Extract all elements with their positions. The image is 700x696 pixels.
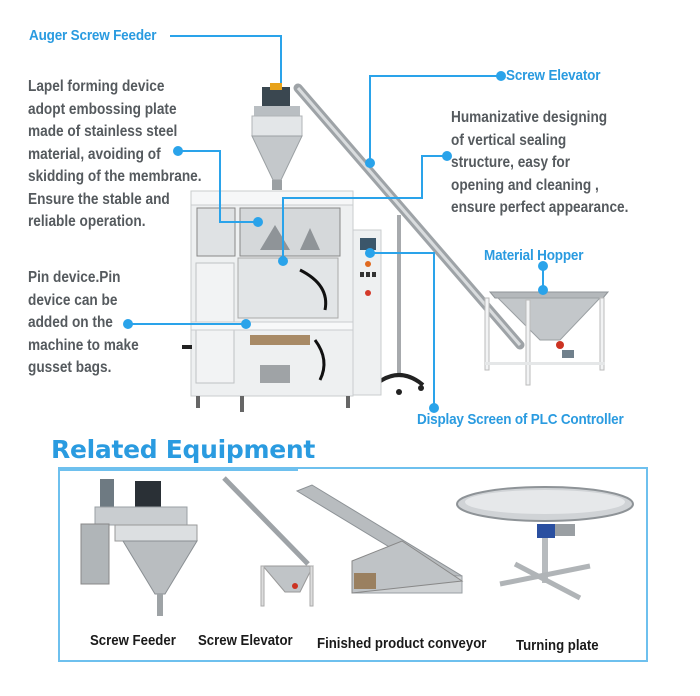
equipment-label-finished-product-conveyor: Finished product conveyor — [317, 635, 487, 652]
finished-product-conveyor-image — [295, 484, 464, 594]
description-lapel-forming: Lapel forming device adopt embossing pla… — [28, 78, 202, 230]
equipment-label-turning-plate: Turning plate — [516, 637, 599, 654]
vertical-packing-machine-illustration — [182, 83, 610, 412]
callout-screw-elevator: Screw Elevator — [506, 67, 601, 84]
related-equipment-box: Screw Feeder Screw Elevator Finished pro… — [58, 467, 648, 662]
turning-plate-image — [456, 486, 634, 601]
related-equipment-title: Related Equipment — [51, 435, 316, 464]
equipment-label-screw-feeder: Screw Feeder — [90, 632, 176, 649]
description-vertical-sealing: Humanizative designing of vertical seali… — [451, 109, 629, 216]
screw-elevator-image — [222, 476, 314, 607]
callout-plc-display: Display Screen of PLC Controller — [417, 411, 624, 428]
equipment-label-screw-elevator: Screw Elevator — [198, 632, 293, 649]
screw-feeder-image — [80, 479, 198, 616]
description-pin-device: Pin device.Pin device can be added on th… — [28, 269, 139, 376]
callout-auger-screw-feeder: Auger Screw Feeder — [29, 27, 157, 44]
callout-material-hopper: Material Hopper — [484, 247, 584, 264]
